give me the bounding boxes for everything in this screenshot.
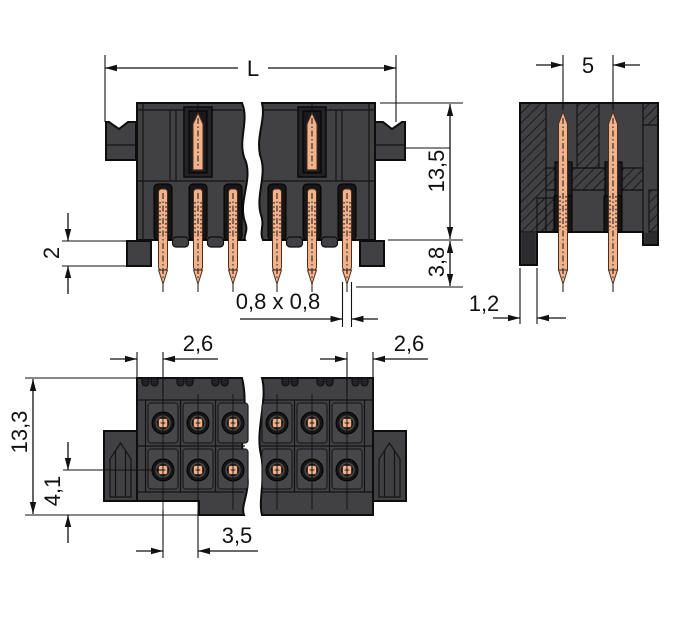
dimension-leg-1-2: 1,2 xyxy=(469,268,566,324)
bottom-grid xyxy=(137,399,373,493)
pin-2 xyxy=(188,183,208,293)
front-bottom-tabs xyxy=(171,236,339,248)
dimension-label-L: L xyxy=(247,56,259,81)
dimension-pitch-3-5: 3,5 xyxy=(136,510,258,558)
upper-pin-1 xyxy=(183,102,213,178)
dimension-label-0-8x0-8: 0,8 x 0,8 xyxy=(236,289,320,314)
dimension-edge-2-6-left: 2,6 xyxy=(110,331,218,396)
dimension-label-13-3: 13,3 xyxy=(7,411,32,454)
dimension-label-2-6-right: 2,6 xyxy=(394,331,425,356)
dimension-height-13-5: 13,5 xyxy=(380,102,463,241)
dimension-label-5: 5 xyxy=(582,53,594,78)
dimension-label-3-8: 3,8 xyxy=(424,247,449,278)
dimension-pin-cross-section: 0,8 x 0,8 xyxy=(236,282,378,327)
pin-4 xyxy=(267,183,287,293)
bottom-latch-left xyxy=(103,430,138,502)
front-latch-left xyxy=(105,121,137,161)
dimension-label-4-1: 4,1 xyxy=(40,476,65,507)
pin-5 xyxy=(302,183,322,293)
dimension-depth-13-3: 13,3 xyxy=(7,377,199,516)
front-latch-right xyxy=(374,121,406,161)
dimension-row-spacing-5: 5 xyxy=(536,53,640,110)
dimension-row-offset-4-1: 4,1 xyxy=(40,442,163,543)
dimension-foot-2: 2 xyxy=(39,213,127,294)
side-pin-row-1 xyxy=(557,111,569,293)
dimension-edge-2-6-right: 2,6 xyxy=(320,331,428,396)
pin-1 xyxy=(153,183,173,293)
front-foot-right xyxy=(359,240,385,267)
dimension-overall-length: L xyxy=(104,55,397,122)
side-foot xyxy=(644,233,657,244)
upper-pin-2 xyxy=(297,102,327,178)
dimension-label-2-6-left: 2,6 xyxy=(183,331,214,356)
pin-3 xyxy=(223,183,243,293)
side-leg xyxy=(521,233,536,264)
dimension-pin-3-8: 3,8 xyxy=(356,241,463,288)
side-pin-row-2 xyxy=(607,111,619,293)
front-housing xyxy=(105,102,406,267)
dimension-label-13-5: 13,5 xyxy=(424,150,449,193)
bottom-latch-right xyxy=(372,430,407,502)
dimension-label-1-2: 1,2 xyxy=(469,291,500,316)
dimension-label-2: 2 xyxy=(39,247,64,259)
front-view xyxy=(105,102,406,293)
front-foot-left xyxy=(126,240,152,267)
pin-6 xyxy=(337,183,357,293)
bottom-view xyxy=(103,377,407,516)
side-view xyxy=(519,102,659,293)
dimension-label-3-5: 3,5 xyxy=(222,523,253,548)
contact-centerlines xyxy=(162,394,348,510)
